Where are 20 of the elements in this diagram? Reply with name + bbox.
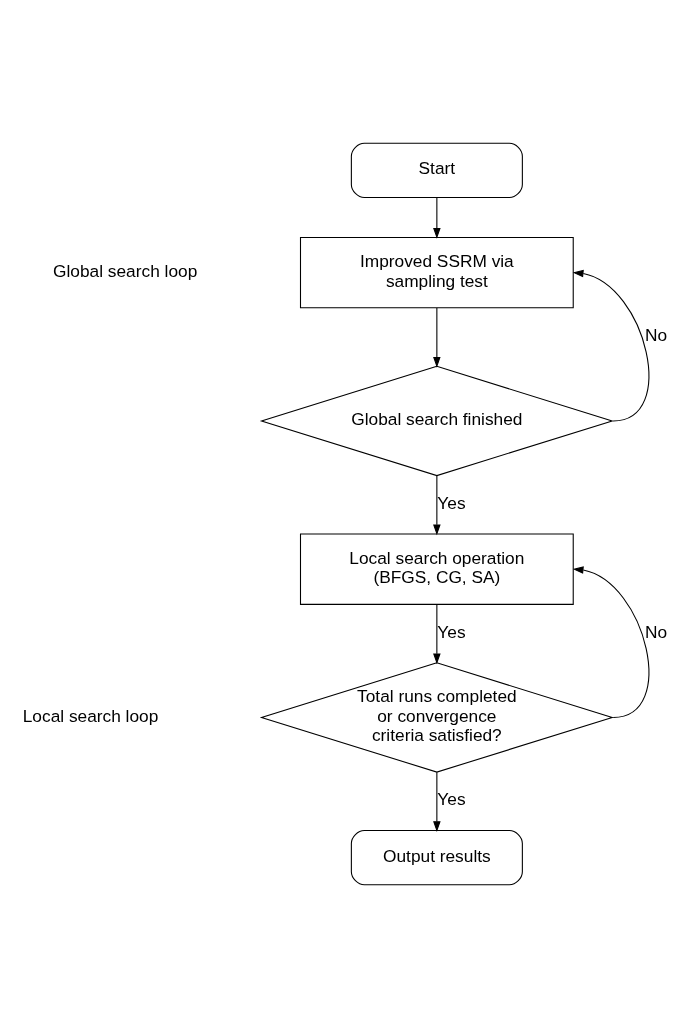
label: Local search loop [22, 705, 159, 726]
edge-label: Yes [437, 621, 466, 642]
arrow [433, 604, 441, 665]
edge-label: No [644, 621, 668, 642]
arrow [433, 197, 441, 239]
node-box: Output results [350, 830, 523, 886]
node-diamond: Global search finished [259, 365, 614, 477]
edge-label: Yes [437, 789, 466, 810]
arrow [433, 771, 441, 833]
arrow [433, 307, 441, 368]
edge-label: Yes [437, 492, 466, 513]
node-diamond: Total runs completed or convergence criteria satisfied? [259, 662, 614, 773]
node-box: Improved SSRM via sampling test [299, 236, 574, 309]
node-box: Start [350, 142, 523, 198]
arrow [572, 566, 650, 718]
edge-label: No [644, 325, 668, 346]
arrow [572, 269, 650, 422]
label: Global search loop [53, 260, 198, 281]
node-box: Local search operation (BFGS, CG, SA) [299, 533, 574, 605]
arrow [433, 475, 441, 536]
